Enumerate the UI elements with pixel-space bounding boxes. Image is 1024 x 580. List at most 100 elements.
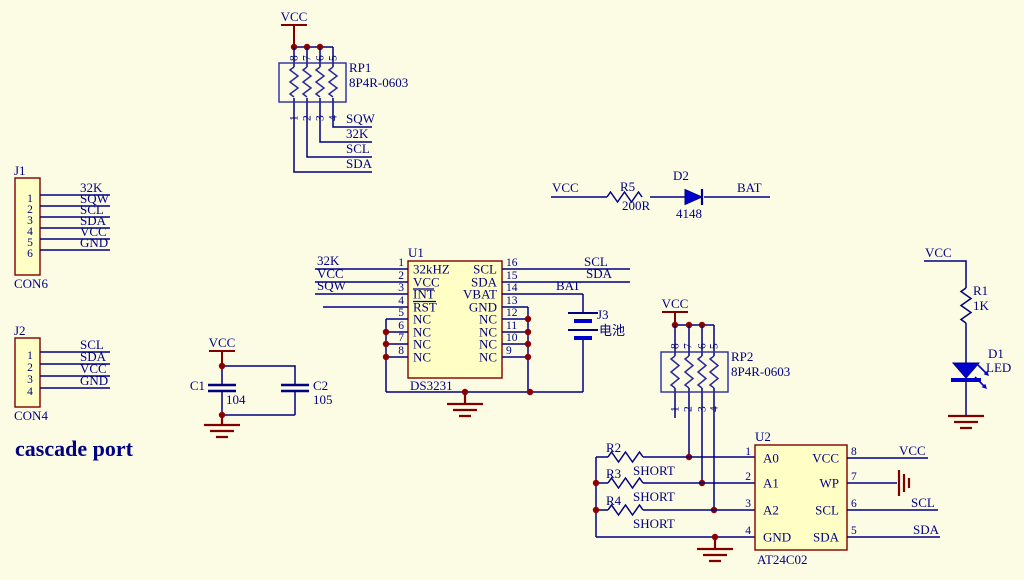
rp2-resistor-pack: VCC 8 7 6 5 1 2 3 4 RP2 8P4R-0603 xyxy=(660,296,790,514)
u1-pin-name: INT xyxy=(413,287,435,302)
c2-capacitor-icon xyxy=(281,383,309,393)
rp1-ref: RP1 xyxy=(349,60,371,75)
rp1-resistor-icon xyxy=(327,66,339,98)
u2-pin-name: A2 xyxy=(763,503,779,518)
u1-pin-number: 9 xyxy=(506,345,512,357)
c1-capacitor-icon xyxy=(208,383,236,393)
rp2-pin-number: 8 xyxy=(670,343,682,349)
u2-pin-number: 2 xyxy=(745,471,751,483)
u1-part: DS3231 xyxy=(410,378,453,393)
u2-pin-number: 7 xyxy=(851,471,857,483)
led-circuit: VCC R1 1K D1 LED xyxy=(924,245,1011,430)
r1-ref: R1 xyxy=(973,283,988,298)
charge-vcc-label: VCC xyxy=(552,180,579,195)
battery-short-plates xyxy=(574,319,592,340)
u1-pin-number: 5 xyxy=(398,307,404,319)
j1-pin-number: 3 xyxy=(27,215,33,227)
net-label: SQW xyxy=(317,278,347,293)
u1-pin-name: VCC xyxy=(413,275,440,290)
rp2-pin-number: 6 xyxy=(697,343,709,349)
u2-pin-number: 8 xyxy=(851,446,857,458)
rp2-pin-number: 1 xyxy=(670,406,682,412)
u1-pin-name: NC xyxy=(413,325,431,340)
rp1-body xyxy=(278,62,347,103)
ground-icon xyxy=(204,415,240,439)
net-label: BAT xyxy=(737,180,762,195)
charge-circuit: VCC R5 200R D2 4148 BAT xyxy=(551,168,770,221)
j2-pin-number: 3 xyxy=(27,374,33,386)
u1-pin-number: 2 xyxy=(398,270,404,282)
r2-value: SHORT xyxy=(633,463,675,478)
u1-pin-name: RST xyxy=(413,300,437,315)
net-label: SCL xyxy=(80,337,104,352)
d2-value: 4148 xyxy=(676,206,702,221)
r2-ref: R2 xyxy=(606,440,621,455)
battery-long-plates xyxy=(568,312,598,331)
u1-pin-name: NC xyxy=(479,350,497,365)
j1-footprint: CON6 xyxy=(14,276,48,291)
net-label: SQW xyxy=(80,191,110,206)
r5-ref: R5 xyxy=(620,179,635,194)
j1-pin-number: 1 xyxy=(27,193,33,205)
u2-pin-number: 3 xyxy=(745,498,751,510)
net-label: SCL xyxy=(346,141,370,156)
r1-resistor-icon xyxy=(959,287,973,324)
led-wires xyxy=(924,260,967,415)
d2-diode-icon xyxy=(684,188,704,206)
u1-pin-name: VBAT xyxy=(463,287,497,302)
u1-pin-number: 7 xyxy=(398,332,404,344)
junction-dot xyxy=(592,506,600,514)
ground-icon xyxy=(697,537,733,563)
net-label: SCL xyxy=(584,254,608,269)
d1-led-icon xyxy=(951,362,981,379)
rp2-resistor-icon xyxy=(696,355,708,389)
j2-pin-wires xyxy=(40,351,110,389)
rp1-resistor-icon xyxy=(301,66,313,98)
u1-pin-name: NC xyxy=(479,337,497,352)
junction-dot xyxy=(382,328,390,336)
c2-value: 105 xyxy=(313,392,333,407)
u1-pin-name: 32kHZ xyxy=(413,262,450,277)
led-arrow-head xyxy=(983,370,989,376)
net-label: SDA xyxy=(80,349,107,364)
u1-pin-number: 14 xyxy=(506,282,518,294)
u1-pin-name: GND xyxy=(469,300,497,315)
address-resistors: R2 SHORT R3 SHORT R4 SHORT xyxy=(592,440,755,563)
rp2-part: 8P4R-0603 xyxy=(731,364,790,379)
u2-pin-name: SDA xyxy=(813,530,840,545)
u2-pin-name: A1 xyxy=(763,476,779,491)
net-label: VCC xyxy=(80,224,107,239)
r3-resistor-icon xyxy=(607,476,644,490)
u2-pin-number: 1 xyxy=(745,446,751,458)
u1-pin-number: 4 xyxy=(398,295,404,307)
rp1-part: 8P4R-0603 xyxy=(349,75,408,90)
caps-wires xyxy=(221,365,296,416)
u1-pin-name: NC xyxy=(413,350,431,365)
led-vcc-label: VCC xyxy=(925,245,952,260)
u1-pin-number: 11 xyxy=(506,320,517,332)
j2-body xyxy=(14,337,41,408)
u1-pin-number: 16 xyxy=(506,257,518,269)
r3-value: SHORT xyxy=(633,489,675,504)
u2-pin-name: VCC xyxy=(812,451,839,466)
u2-pin-name: SCL xyxy=(815,503,839,518)
led-arrow-head xyxy=(981,383,987,389)
rp2-pin-number: 5 xyxy=(709,343,721,349)
u2-at24c02: U2 1 2 3 4 8 7 6 5 A0 A1 A2 GND VCC WP S… xyxy=(745,429,940,567)
net-label: VCC xyxy=(317,266,344,281)
u2-part: AT24C02 xyxy=(757,552,808,567)
junction-dot xyxy=(524,315,532,323)
j3-label: 电池 xyxy=(599,323,625,338)
u1-pin-number: 15 xyxy=(506,270,518,282)
junction-dot xyxy=(524,328,532,336)
d1-value: LED xyxy=(986,360,1011,375)
junction-dot xyxy=(218,362,226,370)
c1-ref: C1 xyxy=(190,378,205,393)
u1-pin-number: 8 xyxy=(398,345,404,357)
net-label: SDA xyxy=(913,522,940,537)
j1-body xyxy=(14,177,41,276)
caps-vcc-label: VCC xyxy=(209,335,236,350)
decoupling-caps: VCC C1 104 C2 105 xyxy=(190,335,333,439)
